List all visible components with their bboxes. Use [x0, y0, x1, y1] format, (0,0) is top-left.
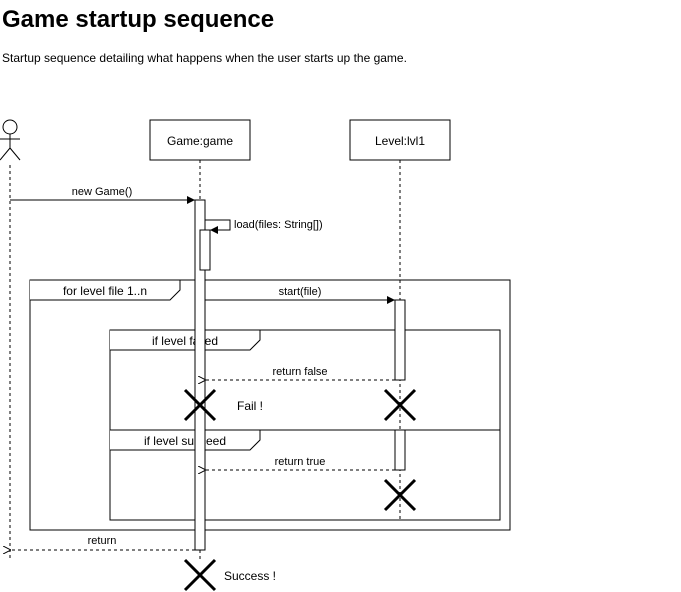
- user-actor: [0, 119, 21, 161]
- loop-fragment: for level file 1..n: [29, 279, 511, 531]
- level-participant: Level:lvl1: [349, 119, 451, 161]
- level-destroy-fail-mark: [383, 388, 417, 422]
- level-destroy-succeed-mark: [383, 478, 417, 512]
- succeed-fragment: if level succeed: [109, 429, 501, 521]
- fail-note: Fail !: [237, 399, 263, 413]
- new-game-label: new Game(): [72, 186, 133, 198]
- succeed-fragment-label: if level succeed: [144, 434, 226, 448]
- game-destroy-fail-mark: [183, 388, 217, 422]
- start-message: start(file): [205, 286, 395, 304]
- game-destroy-success-mark: [183, 558, 217, 592]
- level-activation-fail: [394, 299, 406, 381]
- fail-fragment-label: if level failed: [152, 334, 218, 348]
- level-participant-label: Level:lvl1: [375, 134, 425, 148]
- game-nested-activation: [199, 229, 211, 271]
- return-message: return: [11, 535, 195, 550]
- game-participant: Game:game: [149, 119, 251, 161]
- return-label: return: [88, 535, 117, 547]
- return-true-message: return true: [206, 456, 395, 470]
- level-activation-succeed: [394, 429, 406, 471]
- success-note: Success !: [224, 569, 276, 583]
- start-label: start(file): [279, 286, 322, 298]
- game-activation: [194, 199, 206, 551]
- return-false-label: return false: [272, 366, 327, 378]
- load-label: load(files: String[]): [234, 219, 323, 231]
- new-game-message: new Game(): [10, 186, 195, 204]
- load-self-message: load(files: String[]): [205, 219, 323, 234]
- game-participant-label: Game:game: [167, 134, 233, 148]
- page-description: Startup sequence detailing what happens …: [2, 51, 407, 65]
- return-true-label: return true: [275, 456, 326, 468]
- return-false-message: return false: [206, 366, 395, 380]
- loop-fragment-label: for level file 1..n: [63, 284, 147, 298]
- page-title: Game startup sequence: [2, 6, 275, 33]
